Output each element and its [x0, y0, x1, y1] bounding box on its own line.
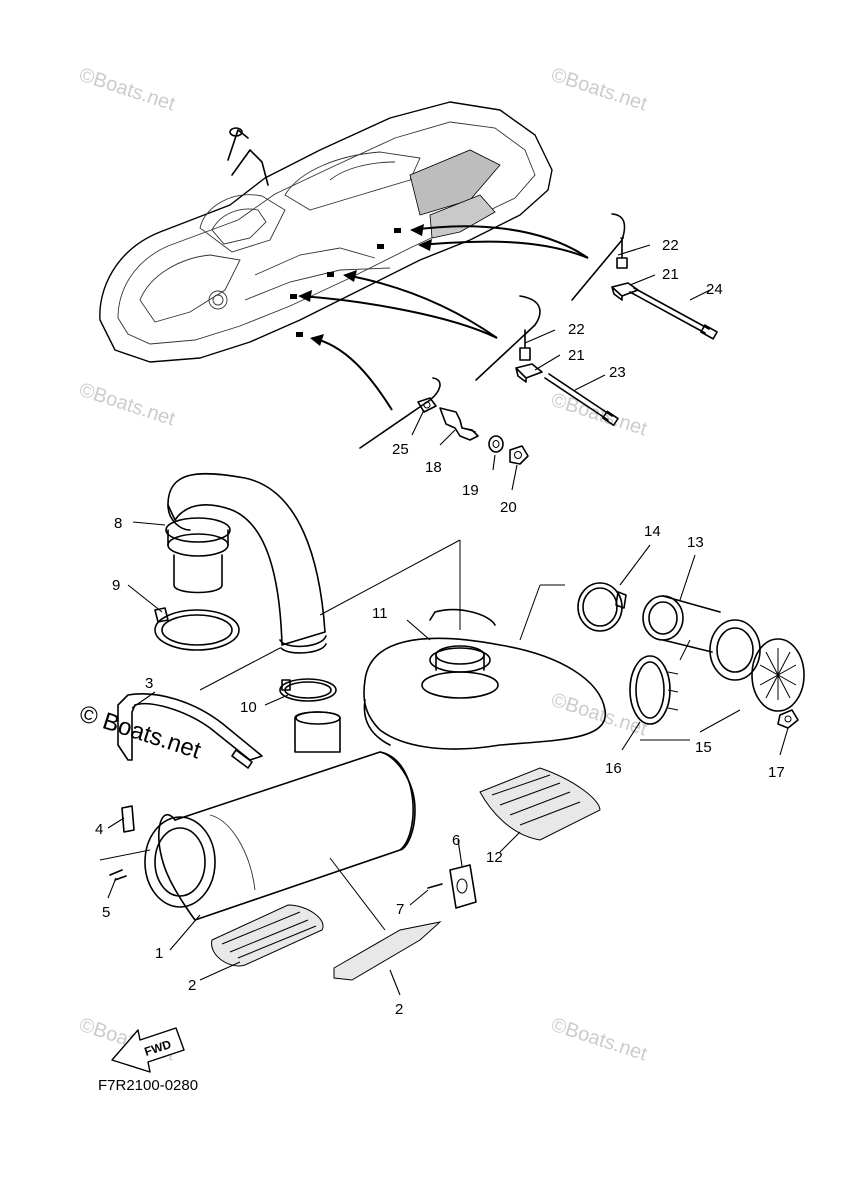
callout-12: 12 [486, 849, 503, 866]
callout-24: 24 [706, 281, 723, 298]
callout-19: 19 [462, 482, 479, 499]
diagram-code: F7R2100-0280 [98, 1077, 198, 1094]
assembly-centerlines [99, 539, 691, 931]
callout-1: 1 [155, 945, 163, 962]
watermark-dark: © Boats.net [76, 700, 204, 765]
callout-23: 23 [609, 364, 626, 381]
watermark: ©Boats.net [76, 64, 178, 116]
callout-4: 4 [95, 821, 103, 838]
callout-7: 7 [396, 901, 404, 918]
callout-10: 10 [240, 699, 257, 716]
watermark: ©Boats.net [76, 379, 178, 431]
callout-21: 21 [662, 266, 679, 283]
callout-20: 20 [500, 499, 517, 516]
callout-17: 17 [768, 764, 785, 781]
watermark: ©Boats.net [548, 64, 650, 116]
callout-6: 6 [452, 832, 460, 849]
callout-18: 18 [425, 459, 442, 476]
cover-slots [759, 648, 797, 700]
callout-15: 15 [695, 739, 712, 756]
callout-labels: 22 21 24 22 21 23 25 18 19 20 8 9 10 11 … [95, 237, 785, 1018]
callout-16: 16 [605, 760, 622, 777]
forward-arrow-icon: FWD [111, 1027, 185, 1073]
callout-2: 2 [395, 1001, 403, 1018]
callout-21: 21 [568, 347, 585, 364]
callout-22: 22 [662, 237, 679, 254]
callout-22: 22 [568, 321, 585, 338]
watermark: ©Boats.net [548, 689, 650, 741]
leader-lines [107, 244, 789, 996]
callout-13: 13 [687, 534, 704, 551]
callout-25: 25 [392, 441, 409, 458]
fastener-parts [417, 237, 718, 465]
callout-11: 11 [372, 605, 388, 622]
callout-5: 5 [102, 904, 110, 921]
watermark: ©Boats.net [548, 1014, 650, 1066]
callout-14: 14 [644, 523, 661, 540]
callout-8: 8 [114, 515, 122, 532]
callout-3: 3 [145, 675, 153, 692]
exhaust-assembly [109, 472, 805, 981]
callout-2: 2 [188, 977, 196, 994]
watercraft-hull [99, 101, 553, 363]
callout-9: 9 [112, 577, 120, 594]
